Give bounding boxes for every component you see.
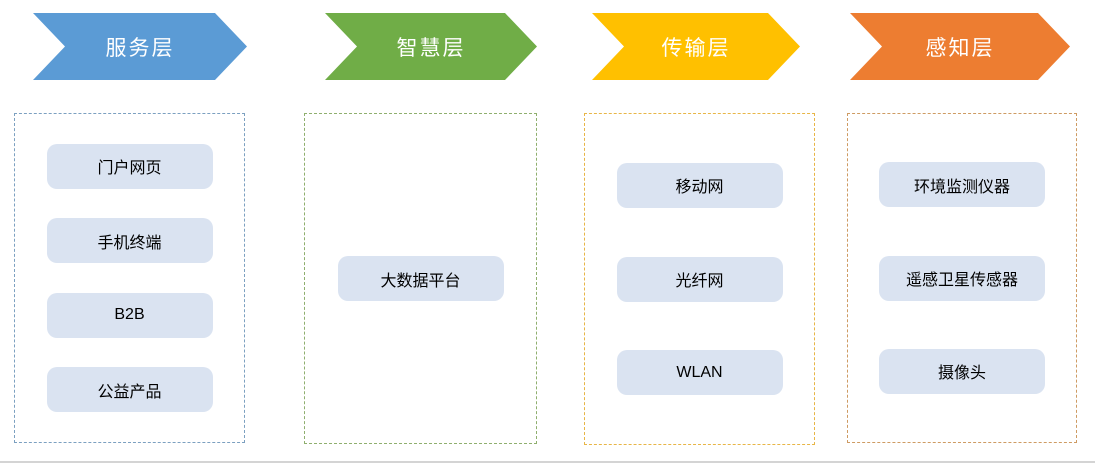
node-wlan: WLAN <box>616 350 783 396</box>
layer-arrow-perception: 感知层 <box>850 13 1070 80</box>
node-big-data-platform: 大数据平台 <box>337 256 504 301</box>
layer-title-perception: 感知层 <box>925 36 995 60</box>
layer-arrow-intelligence: 智慧层 <box>325 13 537 80</box>
layer-title-intelligence: 智慧层 <box>396 36 466 60</box>
layer-arrow-service: 服务层 <box>33 13 247 80</box>
node-environment-monitoring-instrument: 环境监测仪器 <box>879 162 1045 208</box>
group-box-intelligence: 大数据平台 <box>304 113 537 444</box>
layer-arrow-transmission: 传输层 <box>592 13 800 80</box>
layer-title-transmission: 传输层 <box>661 36 731 60</box>
node-fiber-network: 光纤网 <box>616 256 783 302</box>
bottom-divider-line <box>0 461 1095 463</box>
node-portal-web: 门户网页 <box>46 143 213 189</box>
node-camera: 摄像头 <box>879 348 1045 394</box>
node-mobile-terminal: 手机终端 <box>46 218 213 264</box>
node-mobile-network: 移动网 <box>616 162 783 208</box>
group-box-perception: 环境监测仪器 遥感卫星传感器 摄像头 <box>847 113 1077 443</box>
layer-title-service: 服务层 <box>105 36 175 60</box>
node-public-welfare-product: 公益产品 <box>46 367 213 413</box>
node-remote-sensing-satellite-sensor: 遥感卫星传感器 <box>879 255 1045 301</box>
node-b2b: B2B <box>46 292 213 338</box>
group-box-transmission: 移动网 光纤网 WLAN <box>584 113 815 445</box>
group-box-service: 门户网页 手机终端 B2B 公益产品 <box>14 113 245 443</box>
